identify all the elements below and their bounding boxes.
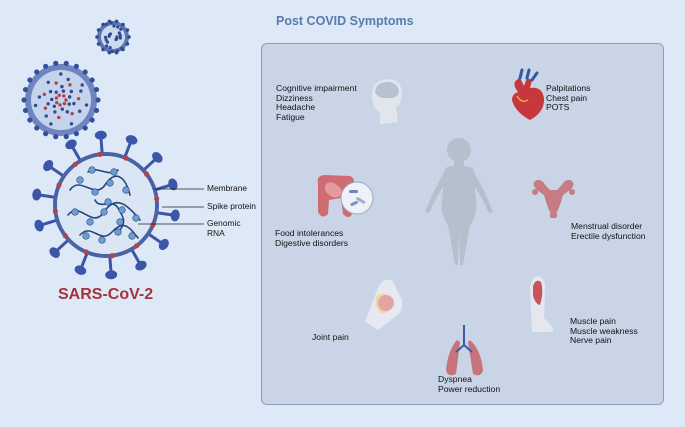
leg-muscle-icon [530, 276, 554, 332]
symptom-item: Menstrual disorder [571, 221, 643, 231]
human-body-icon [425, 138, 493, 265]
symptom-item: Nerve pain [570, 335, 612, 346]
symptom-item: Chest pain [546, 92, 588, 103]
symptom-item: Cognitive impairment [276, 83, 357, 93]
symptoms-lungs: Dyspnea Power reduction [438, 374, 501, 394]
symptoms-gut: Food intolerances Digestive disorders [275, 228, 349, 248]
small-virus-icon [95, 19, 131, 55]
label-spike-protein: Spike protein [207, 201, 256, 211]
symptom-item: Muscle weakness [570, 325, 638, 336]
symptoms-joint: Joint pain [312, 332, 349, 343]
heart-icon [512, 68, 545, 120]
symptom-item: Fatigue [276, 111, 305, 122]
symptoms-brain: Cognitive impairment Dizziness Headache … [276, 83, 357, 122]
symptom-item: Headache [276, 102, 316, 113]
label-genomic: Genomic [207, 218, 241, 228]
uterus-icon [532, 179, 575, 218]
head-brain-icon [372, 79, 402, 124]
medium-virus-icon [21, 60, 101, 140]
label-rna: RNA [207, 228, 225, 238]
symptom-item: Digestive disorders [275, 237, 349, 248]
virus-leader-lines [138, 188, 204, 225]
gut-microbiome-bubble-icon [340, 181, 374, 215]
symptom-item: Food intolerances [275, 228, 344, 238]
figure-title: Post COVID Symptoms [276, 14, 414, 28]
large-virus-icon [32, 130, 180, 280]
symptom-item: Dyspnea [438, 374, 472, 384]
symptoms-muscle: Muscle pain Muscle weakness Nerve pain [570, 316, 638, 346]
symptom-item: Palpitations [546, 83, 591, 93]
symptoms-reproductive: Menstrual disorder Erectile dysfunction [571, 221, 646, 241]
symptom-item: Joint pain [312, 332, 349, 342]
symptom-item: Power reduction [438, 383, 501, 394]
virus-name: SARS-CoV-2 [58, 286, 154, 303]
symptom-item: Dizziness [276, 92, 313, 103]
symptom-item: POTS [546, 102, 570, 113]
symptom-item: Muscle pain [570, 316, 616, 326]
knee-joint-icon [365, 279, 403, 330]
symptoms-heart: Palpitations Chest pain POTS [546, 83, 591, 113]
symptom-item: Erectile dysfunction [571, 230, 646, 241]
label-membrane: Membrane [207, 183, 248, 193]
lungs-icon [446, 325, 483, 376]
